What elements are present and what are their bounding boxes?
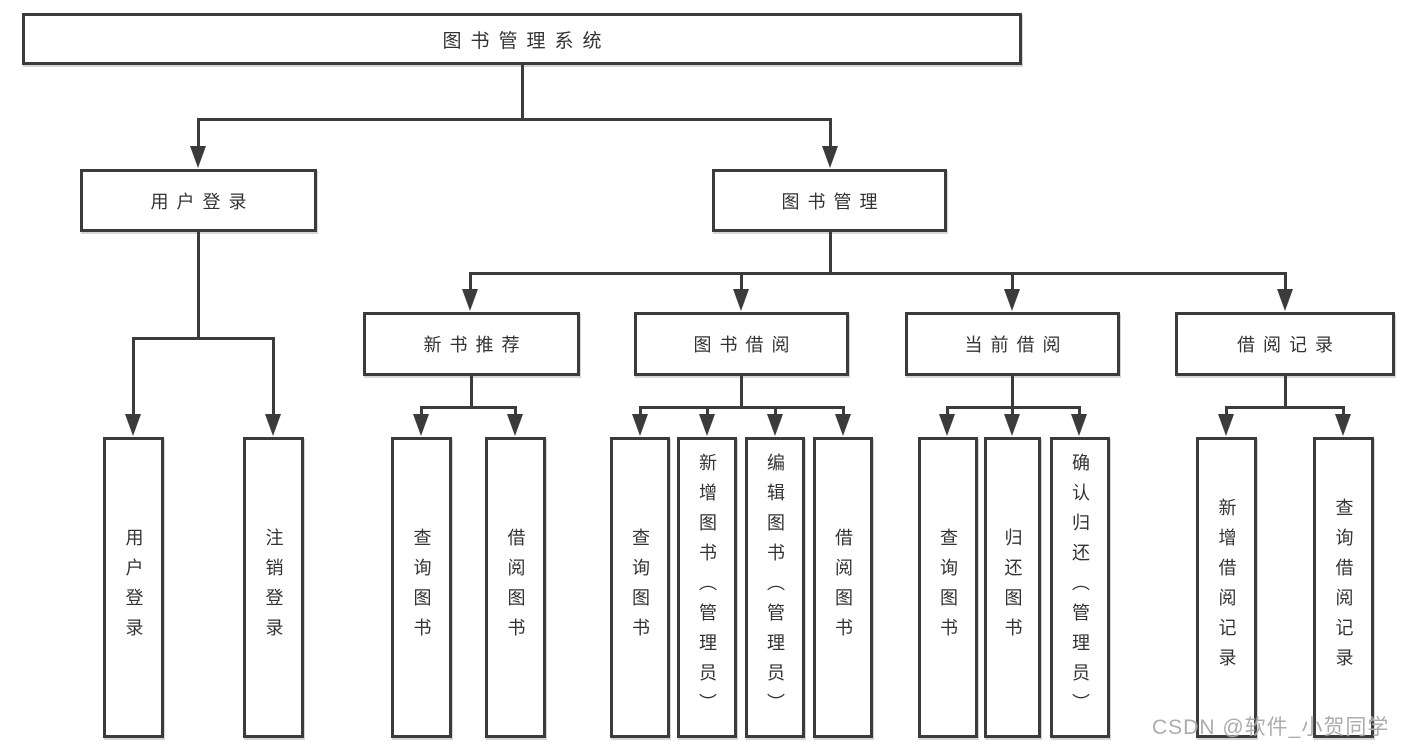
arrow-to-leaf-borrow-books-1 (507, 414, 523, 436)
node-book-management: 图书管理 (712, 169, 947, 232)
arrow-to-leaf-add-record (1218, 414, 1234, 436)
node-leaf-logout: 注销登录 (243, 437, 304, 738)
connector-to-leaf-query-books-2 (639, 406, 642, 416)
node-library-management-system: 图书管理系统 (22, 13, 1022, 65)
connector-book-borrowing-stem (740, 376, 743, 409)
node-library-management-system-label: 图书管理系统 (442, 30, 611, 52)
node-leaf-query-books-recommend-label: 查询图书 (411, 527, 432, 648)
node-leaf-user-login-label: 用户登录 (123, 527, 144, 648)
arrow-to-leaf-query-books-3 (939, 414, 955, 436)
node-leaf-return-books: 归还图书 (984, 437, 1041, 738)
arrow-to-leaf-return-books (1004, 414, 1020, 436)
node-borrowing-records: 借阅记录 (1175, 312, 1395, 376)
connector-to-leaf-query-record (1342, 406, 1345, 416)
node-leaf-add-borrow-record-label: 新增借阅记录 (1216, 497, 1237, 678)
node-leaf-add-books-admin-label: 新增图书（管理员） (697, 452, 717, 723)
arrow-to-user-login (190, 146, 206, 168)
connector-to-book-borrowing (740, 272, 743, 292)
arrow-to-current-borrowing (1004, 289, 1020, 311)
arrow-to-leaf-query-books-2 (632, 414, 648, 436)
arrow-to-leaf-confirm-return (1071, 414, 1087, 436)
connector-to-leaf-user-login (132, 337, 135, 415)
connector-borrowing-records-bus (1225, 406, 1345, 409)
node-leaf-query-books-current-label: 查询图书 (938, 527, 958, 648)
node-current-borrowing-label: 当前借阅 (964, 335, 1069, 355)
node-user-login-label: 用户登录 (150, 191, 255, 212)
node-leaf-edit-books-admin-label: 编辑图书（管理员） (765, 452, 785, 723)
arrow-to-leaf-logout (265, 414, 281, 436)
connector-user-login-bus (132, 337, 275, 340)
connector-new-book-recommend-stem (470, 376, 473, 409)
node-borrowing-records-label: 借阅记录 (1237, 335, 1341, 355)
connector-to-leaf-query-books-1 (420, 406, 423, 416)
connector-to-borrowing-records (1284, 272, 1287, 292)
csdn-watermark: CSDN @软件_小贺同学 (1152, 716, 1390, 739)
connector-to-leaf-borrow-books-2 (842, 406, 845, 416)
arrow-to-leaf-user-login (125, 414, 141, 436)
node-leaf-confirm-return-admin-label: 确认归还（管理员） (1070, 452, 1090, 723)
connector-borrowing-records-stem (1284, 376, 1287, 409)
arrow-to-leaf-query-record (1335, 414, 1351, 436)
connector-to-leaf-query-books-3 (946, 406, 949, 416)
connector-to-book-management (829, 118, 832, 148)
connector-book-borrowing-bus (639, 406, 845, 409)
node-leaf-return-books-label: 归还图书 (1002, 527, 1023, 648)
node-leaf-edit-books-admin: 编辑图书（管理员） (745, 437, 805, 738)
arrow-to-new-book-recommend (462, 289, 478, 311)
connector-to-user-login (197, 118, 200, 148)
node-user-login: 用户登录 (80, 169, 317, 232)
connector-to-leaf-logout (272, 337, 275, 415)
arrow-to-leaf-add-books (699, 414, 715, 436)
node-new-book-recommend: 新书推荐 (363, 312, 580, 376)
node-leaf-borrow-books-recommend: 借阅图书 (485, 437, 546, 738)
node-book-borrowing-label: 图书借阅 (693, 335, 798, 355)
node-current-borrowing: 当前借阅 (905, 312, 1120, 376)
connector-user-login-stem (197, 232, 200, 340)
node-leaf-confirm-return-admin: 确认归还（管理员） (1050, 437, 1110, 738)
node-book-management-label: 图书管理 (781, 191, 886, 212)
node-leaf-add-books-admin: 新增图书（管理员） (677, 437, 737, 738)
arrow-to-borrowing-records (1277, 289, 1293, 311)
node-leaf-query-books-borrowing-label: 查询图书 (630, 527, 650, 648)
node-leaf-add-borrow-record: 新增借阅记录 (1196, 437, 1257, 738)
connector-current-borrowing-stem (1011, 376, 1014, 409)
connector-to-leaf-return-books (1011, 406, 1014, 416)
connector-book-management-stem (829, 232, 832, 275)
connector-to-new-book-recommend (469, 272, 472, 292)
node-leaf-borrow-books-recommend-label: 借阅图书 (505, 527, 526, 648)
node-leaf-borrow-books-borrowing: 借阅图书 (813, 437, 873, 738)
node-new-book-recommend-label: 新书推荐 (423, 335, 528, 355)
connector-root-stem (521, 65, 524, 118)
connector-to-leaf-edit-books (774, 406, 777, 416)
node-leaf-query-books-borrowing: 查询图书 (610, 437, 670, 738)
connector-level2-bus (197, 118, 832, 121)
arrow-to-book-borrowing (733, 289, 749, 311)
node-leaf-query-borrow-record-label: 查询借阅记录 (1333, 497, 1354, 678)
node-leaf-query-books-current: 查询图书 (918, 437, 978, 738)
connector-level3-bus (469, 272, 1287, 275)
connector-new-book-recommend-bus (420, 406, 517, 409)
connector-to-leaf-confirm-return (1078, 406, 1081, 416)
arrow-to-book-management (822, 146, 838, 168)
connector-to-current-borrowing (1011, 272, 1014, 292)
arrow-to-leaf-borrow-books-2 (835, 414, 851, 436)
arrow-to-leaf-edit-books (767, 414, 783, 436)
node-leaf-query-borrow-record: 查询借阅记录 (1313, 437, 1374, 738)
arrow-to-leaf-query-books-1 (413, 414, 429, 436)
node-leaf-user-login: 用户登录 (103, 437, 164, 738)
node-leaf-logout-label: 注销登录 (263, 527, 284, 648)
node-book-borrowing: 图书借阅 (634, 312, 849, 376)
node-leaf-borrow-books-borrowing-label: 借阅图书 (833, 527, 853, 648)
connector-to-leaf-add-record (1225, 406, 1228, 416)
connector-to-leaf-add-books (706, 406, 709, 416)
node-leaf-query-books-recommend: 查询图书 (391, 437, 452, 738)
connector-to-leaf-borrow-books-1 (514, 406, 517, 416)
